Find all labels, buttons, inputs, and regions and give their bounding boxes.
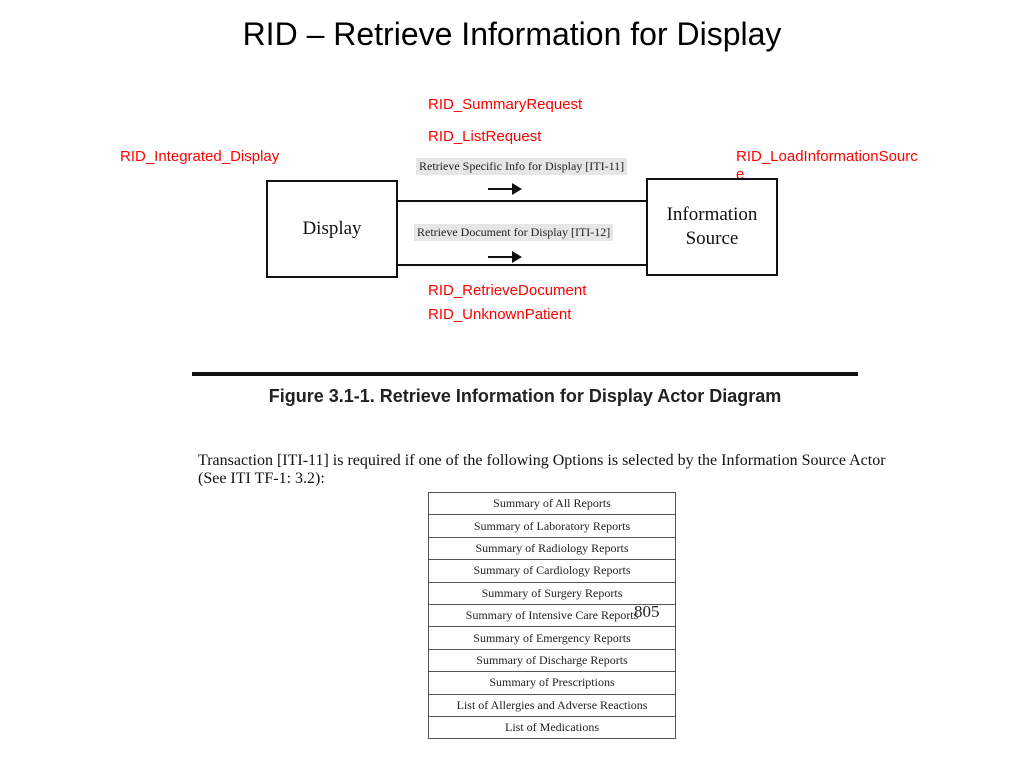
option-cell: Summary of Intensive Care Reports [428, 603, 676, 628]
option-cell: List of Allergies and Adverse Reactions [428, 693, 676, 717]
display-actor-label: Display [302, 218, 362, 239]
arrow-right-icon [488, 183, 522, 195]
table-row: Summary of Emergency Reports [428, 626, 676, 650]
label-load-information-source: RID_LoadInformationSourc e [736, 148, 918, 184]
transaction-label-iti-11: Retrieve Specific Info for Display [ITI-… [416, 158, 628, 175]
actor-diagram: Display Information Source Retrieve Spec… [264, 140, 784, 290]
label-integrated-display: RID_Integrated_Display [120, 148, 280, 165]
label-load-information-source-line-2: e [736, 166, 745, 183]
label-unknown-patient: RID_UnknownPatient [428, 306, 572, 323]
label-list-request: RID_ListRequest [428, 128, 542, 145]
table-row: List of Allergies and Adverse Reactions [428, 693, 676, 717]
table-row: Summary of Prescriptions [428, 671, 676, 695]
option-cell: Summary of Emergency Reports [428, 626, 676, 650]
requirement-paragraph: Transaction [ITI-11] is required if one … [198, 452, 886, 487]
page-number: 805 [634, 602, 660, 621]
information-source-label-line-1: Information [666, 204, 758, 225]
transaction-line-top [398, 200, 648, 202]
options-table: Summary of All Reports Summary of Labora… [428, 491, 676, 740]
table-row: Summary of All Reports [428, 491, 676, 516]
information-source-box: Information Source [646, 178, 778, 276]
table-row: Summary of Cardiology Reports [428, 559, 676, 583]
option-cell: Summary of Radiology Reports [428, 536, 676, 561]
figure-divider [192, 372, 858, 376]
arrow-right-icon [488, 251, 522, 263]
option-cell: Summary of Discharge Reports [428, 648, 676, 673]
label-load-information-source-line-1: RID_LoadInformationSourc [736, 148, 918, 165]
table-row: Summary of Intensive Care Reports [428, 603, 676, 628]
option-cell: Summary of Cardiology Reports [428, 559, 676, 583]
table-row: Summary of Radiology Reports [428, 536, 676, 561]
option-cell: Summary of Laboratory Reports [428, 514, 676, 538]
table-row: Summary of Laboratory Reports [428, 514, 676, 538]
table-row: Summary of Discharge Reports [428, 648, 676, 673]
option-cell: List of Medications [428, 715, 676, 740]
label-summary-request: RID_SummaryRequest [428, 96, 583, 113]
option-cell: Summary of All Reports [428, 491, 676, 516]
information-source-label-line-2: Source [685, 228, 739, 249]
option-cell: Summary of Prescriptions [428, 671, 676, 695]
transaction-label-iti-12: Retrieve Document for Display [ITI-12] [414, 224, 614, 241]
figure-caption: Figure 3.1-1. Retrieve Information for D… [268, 386, 782, 406]
table-row: List of Medications [428, 715, 676, 740]
display-actor-box: Display [266, 180, 398, 278]
transaction-line-bottom [398, 264, 648, 266]
label-retrieve-document: RID_RetrieveDocument [428, 282, 587, 299]
slide-title: RID – Retrieve Information for Display [242, 16, 782, 52]
